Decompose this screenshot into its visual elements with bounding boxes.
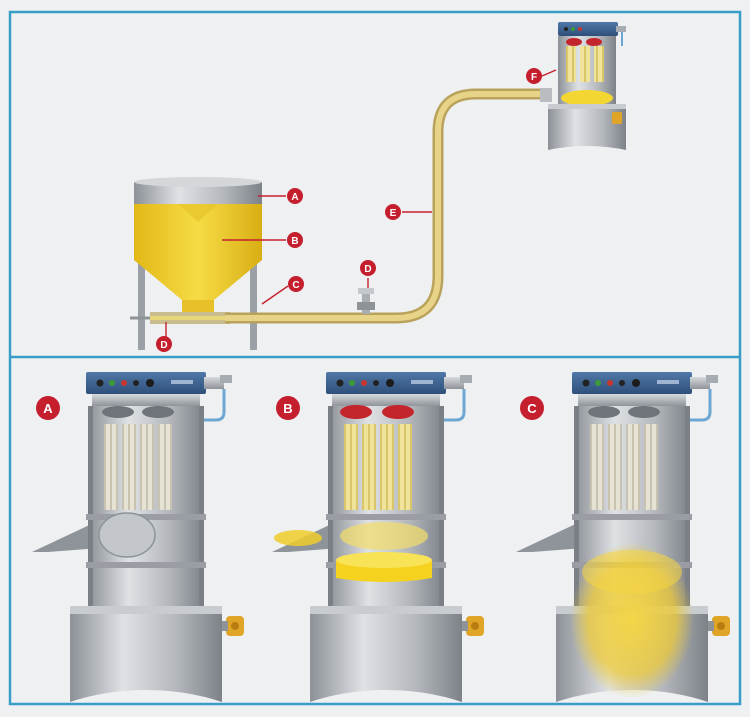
filter-cartridges-icon [340,405,414,510]
step-a-label: A [43,401,53,416]
step-c-badge [520,396,544,420]
callout-a-label: A [291,192,298,203]
hopper-leg [250,255,257,350]
overview-scene: A B C D D E F [130,22,626,352]
callout-d-valve-label: D [364,264,371,275]
material-stream [274,530,322,546]
hopper-leg [138,255,145,350]
callout-f: F [526,68,542,84]
callout-d-valve: D [360,260,376,276]
hopper-icon [134,177,262,314]
callout-f-label: F [531,72,537,83]
discharge-flap-icon [98,512,156,558]
callout-d-inlet: D [156,336,172,352]
step-c-panel: C [516,370,732,704]
step-b-badge [276,396,300,420]
step-b-label: B [283,401,292,416]
air-valve-icon [357,288,375,314]
material-cloud [340,522,428,550]
conveying-pipe-fill [225,91,545,321]
filter-cartridges-icon [588,406,660,510]
callout-leaders [165,69,557,338]
callout-e-label: E [390,208,397,219]
callout-b: B [287,232,303,248]
filter-cartridges-icon [102,406,174,510]
step-a-badge [36,396,60,420]
inlet-pipe [516,520,584,552]
conveying-pipe-icon [225,88,545,324]
pickup-inlet [150,316,230,320]
callout-b-label: B [291,236,298,247]
callout-c: C [288,276,304,292]
callout-e: E [385,204,401,220]
callout-a: A [287,188,303,204]
vacuum-receiver-small [540,22,626,150]
inlet-pipe [32,520,100,552]
step-c-label: C [527,401,537,416]
callout-c-label: C [292,280,299,291]
step-a-panel: A [32,370,246,704]
callout-d-inlet-label: D [160,340,167,351]
step-b-panel: B [272,370,486,704]
